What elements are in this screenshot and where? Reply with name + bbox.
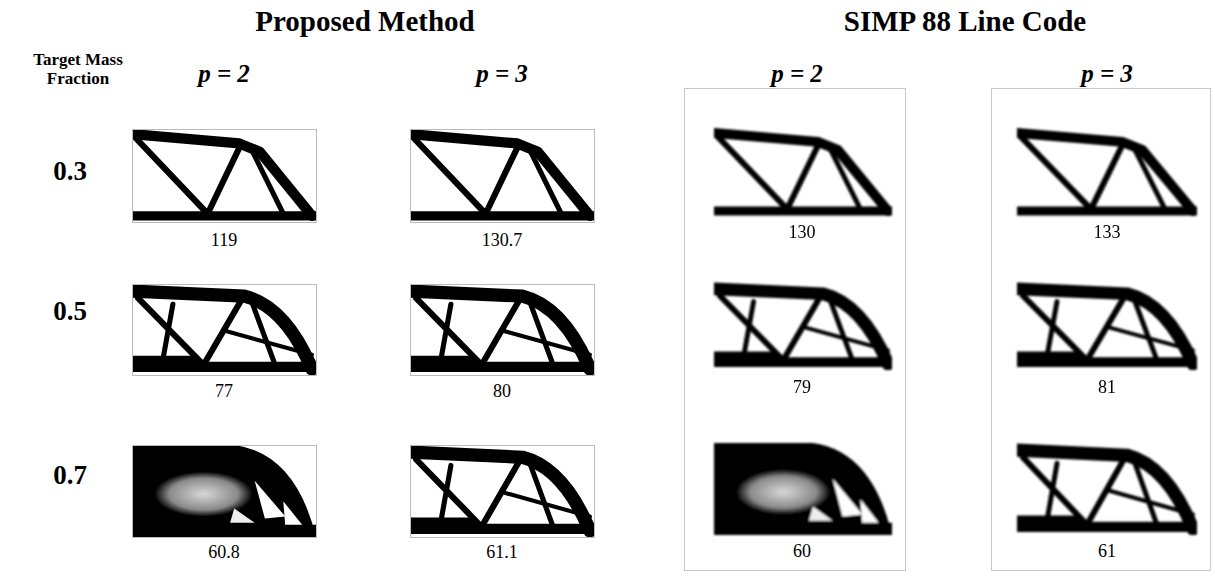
- compliance-value: 60: [793, 542, 811, 562]
- compliance-value: 61: [1098, 542, 1116, 562]
- row-label: 0.5: [53, 297, 87, 327]
- penalty-heading: p = 3: [476, 60, 528, 88]
- compliance-value: 77: [215, 382, 233, 402]
- compliance-value: 79: [793, 378, 811, 398]
- compliance-value: 61.1: [486, 543, 518, 563]
- row-label: 0.7: [53, 461, 87, 491]
- compliance-value: 119: [211, 231, 237, 251]
- penalty-heading: p = 2: [198, 60, 250, 88]
- proposed-images: [132, 130, 595, 538]
- column-heading: Proposed Method: [255, 6, 474, 38]
- compliance-value: 80: [493, 382, 511, 402]
- compliance-value: 60.8: [208, 543, 240, 563]
- row-label: 0.3: [53, 157, 87, 187]
- compliance-value: 130: [789, 223, 816, 243]
- simp-frames: [685, 89, 1211, 571]
- compliance-value: 130.7: [482, 231, 523, 251]
- simp-images: [714, 133, 1197, 535]
- compliance-value: 81: [1098, 378, 1116, 398]
- axis-heading: Target Mass Fraction: [26, 51, 130, 88]
- column-heading: SIMP 88 Line Code: [844, 6, 1087, 38]
- compliance-value: 133: [1094, 223, 1121, 243]
- penalty-heading: p = 3: [1081, 60, 1133, 88]
- penalty-heading: p = 2: [771, 60, 823, 88]
